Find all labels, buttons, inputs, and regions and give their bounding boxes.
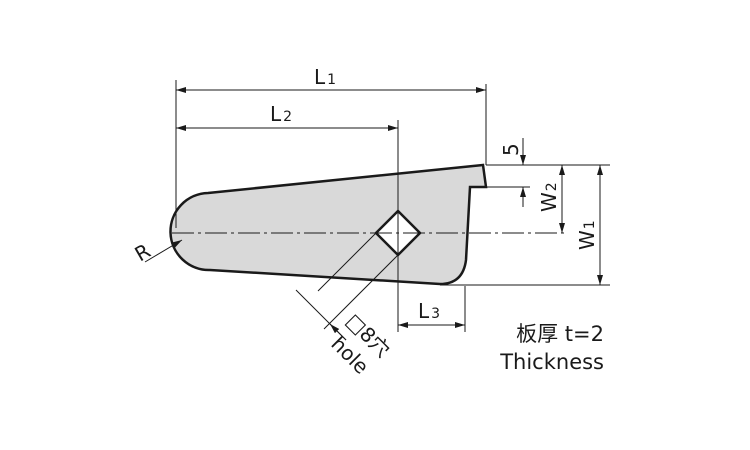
- label-R: R: [131, 239, 155, 267]
- label-5: 5: [499, 143, 523, 156]
- label-W2: W2: [537, 182, 561, 212]
- part-outline: [169, 163, 488, 286]
- label-W1: W1: [575, 220, 599, 250]
- thickness-note-en: Thickness: [500, 350, 604, 374]
- thickness-note-jp: 板厚 t=2: [516, 322, 604, 346]
- dim-hole-arrow: [329, 323, 347, 341]
- dim-R-leader: [144, 239, 183, 263]
